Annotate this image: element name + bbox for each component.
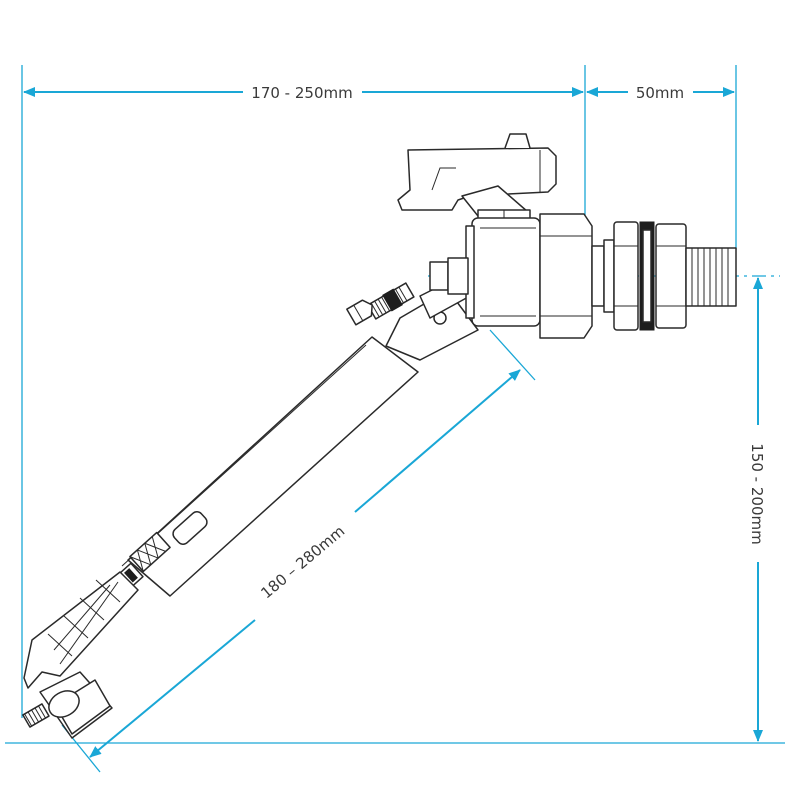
diagonal-extension-top — [489, 329, 536, 381]
lattice-arm — [23, 571, 139, 689]
top-dimension-label: 170 - 250mm — [251, 84, 352, 102]
float-arm — [112, 336, 419, 597]
tank-connector — [603, 221, 737, 331]
bottom-nozzle — [22, 671, 113, 739]
valve-body — [429, 217, 541, 327]
height-dimension-label: 150 - 200mm — [748, 443, 766, 544]
dimension-lines — [5, 65, 785, 773]
valve-assembly — [22, 133, 737, 739]
hex-nut — [539, 213, 605, 339]
top-lever — [397, 133, 557, 221]
arm-dimension-bottom-arrow — [89, 619, 256, 758]
right-dimension-label: 50mm — [636, 84, 684, 102]
arm-dimension-label: 180 – 280mm — [257, 522, 348, 602]
adjuster-screw — [346, 282, 415, 326]
arm-dimension-top-arrow — [354, 369, 521, 513]
